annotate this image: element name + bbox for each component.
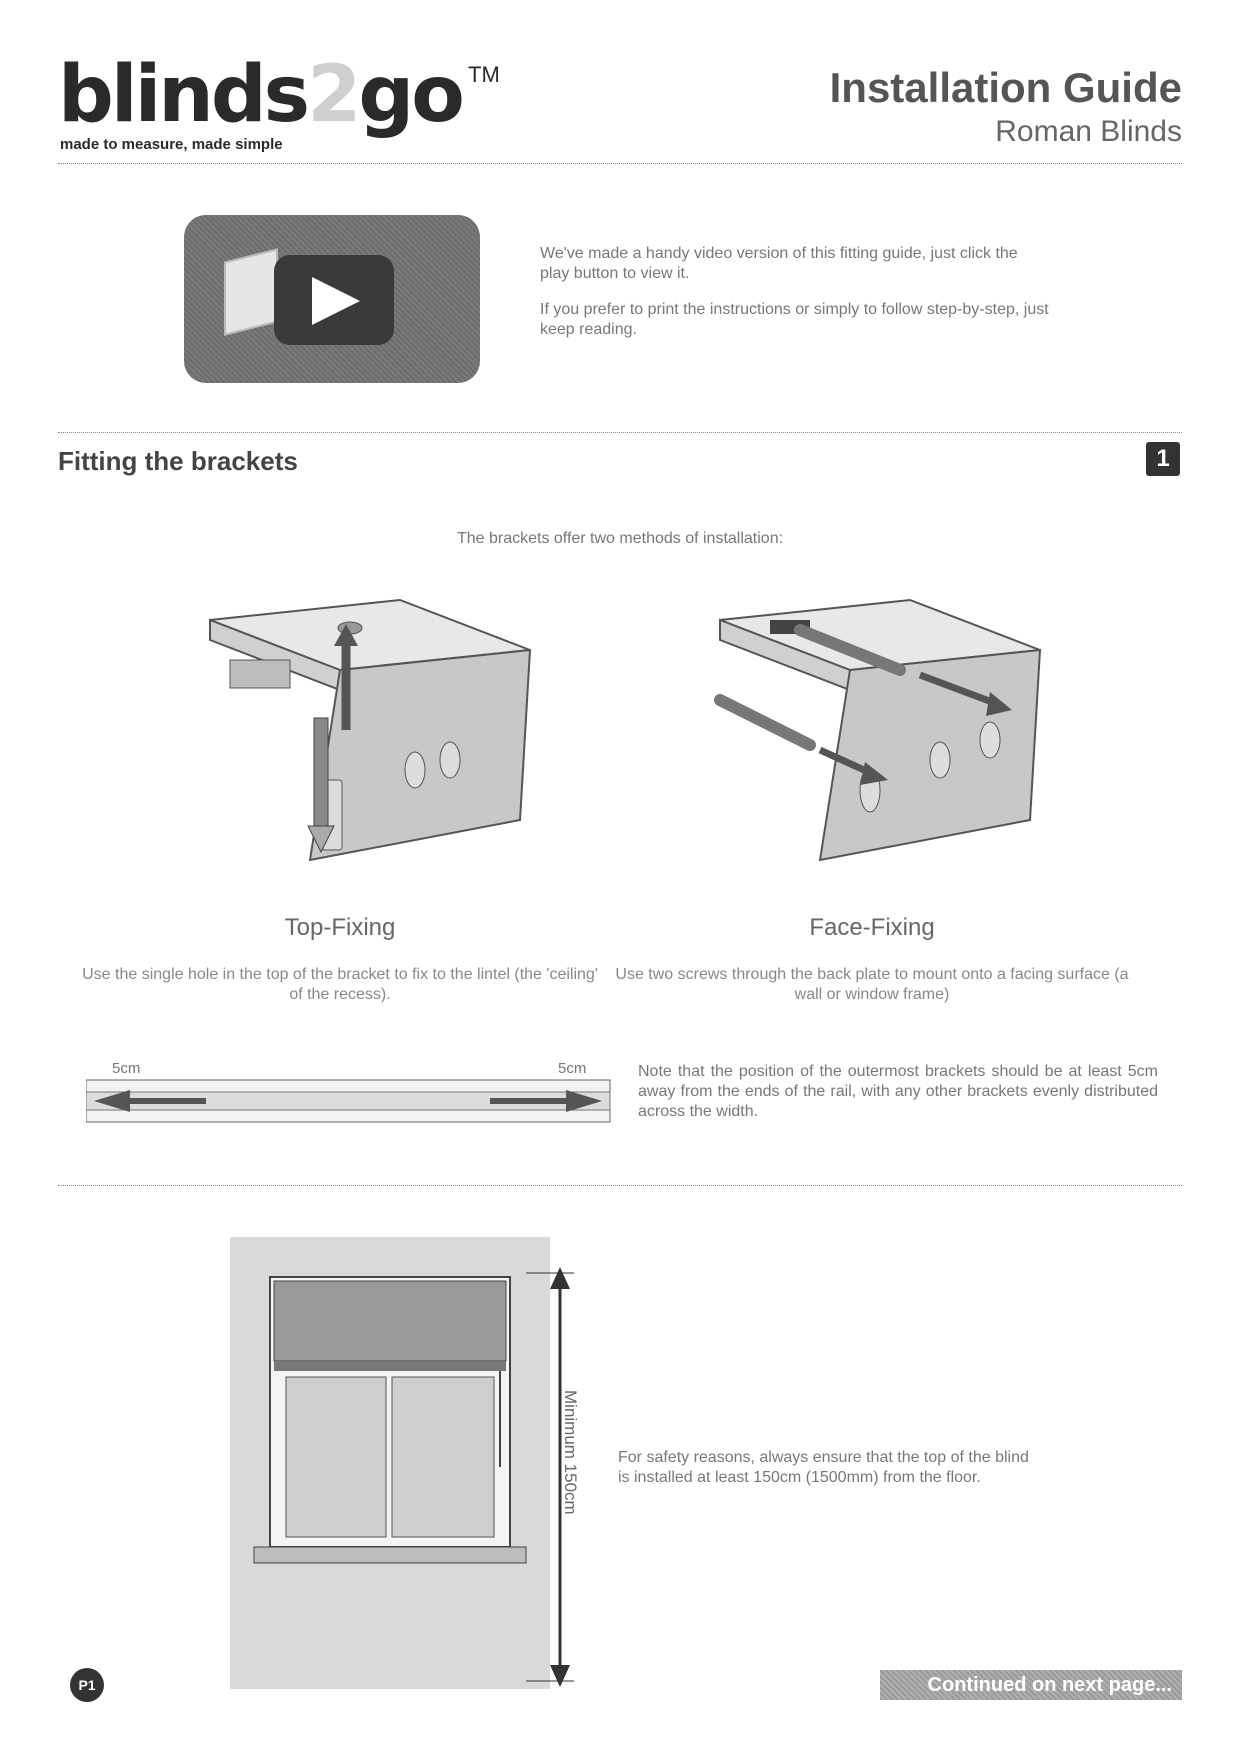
play-button[interactable] (274, 255, 394, 345)
face-fixing-title: Face-Fixing (809, 914, 935, 941)
video-paragraph-1: We've made a handy video version of this… (540, 245, 1018, 282)
bracket-spacing-note: Note that the position of the outermost … (638, 1063, 1158, 1120)
header-divider (58, 163, 1182, 164)
top-fixing-bracket-illustration (209, 598, 532, 862)
page-number-badge: P1 (70, 1668, 104, 1702)
face-fixing-description: Use two screws through the back plate to… (615, 966, 1129, 1003)
minimum-height-label: Minimum 150cm (561, 1390, 580, 1515)
section-divider-2 (58, 1185, 1182, 1186)
video-paragraph-2: If you prefer to print the instructions … (540, 301, 1049, 338)
video-description: We've made a handy video version of this… (540, 244, 1050, 356)
logo-tagline: made to measure, made simple (60, 136, 283, 153)
play-icon (312, 277, 360, 325)
rail-diagram (86, 1079, 611, 1123)
top-fixing-title: Top-Fixing (284, 914, 396, 941)
window-height-diagram (230, 1237, 574, 1689)
right-arrow-icon (566, 1090, 602, 1112)
rail-left-label: 5cm (112, 1060, 141, 1077)
page-title: Installation Guide (829, 64, 1182, 111)
top-fixing-description: Use the single hole in the top of the br… (82, 966, 598, 1003)
logo-trademark: TM (468, 62, 500, 87)
brand-logo: blinds2go TM made to measure, made simpl… (58, 50, 500, 162)
section-title: Fitting the brackets (58, 446, 298, 476)
bracket-thumbnail-icon (224, 248, 278, 336)
section-intro: The brackets offer two methods of instal… (456, 530, 784, 547)
left-arrow-icon (94, 1090, 130, 1112)
face-fixing-bracket-illustration (714, 598, 1042, 862)
logo-wordmark: blinds2go (58, 50, 465, 140)
step-number-badge: 1 (1146, 442, 1180, 476)
page-subtitle: Roman Blinds (995, 115, 1182, 148)
section-divider (58, 432, 1182, 433)
safety-note: For safety reasons, always ensure that t… (618, 1449, 1029, 1486)
continued-banner: Continued on next page... (880, 1670, 1182, 1700)
rail-right-label: 5cm (558, 1060, 587, 1077)
video-thumbnail[interactable] (184, 215, 480, 383)
